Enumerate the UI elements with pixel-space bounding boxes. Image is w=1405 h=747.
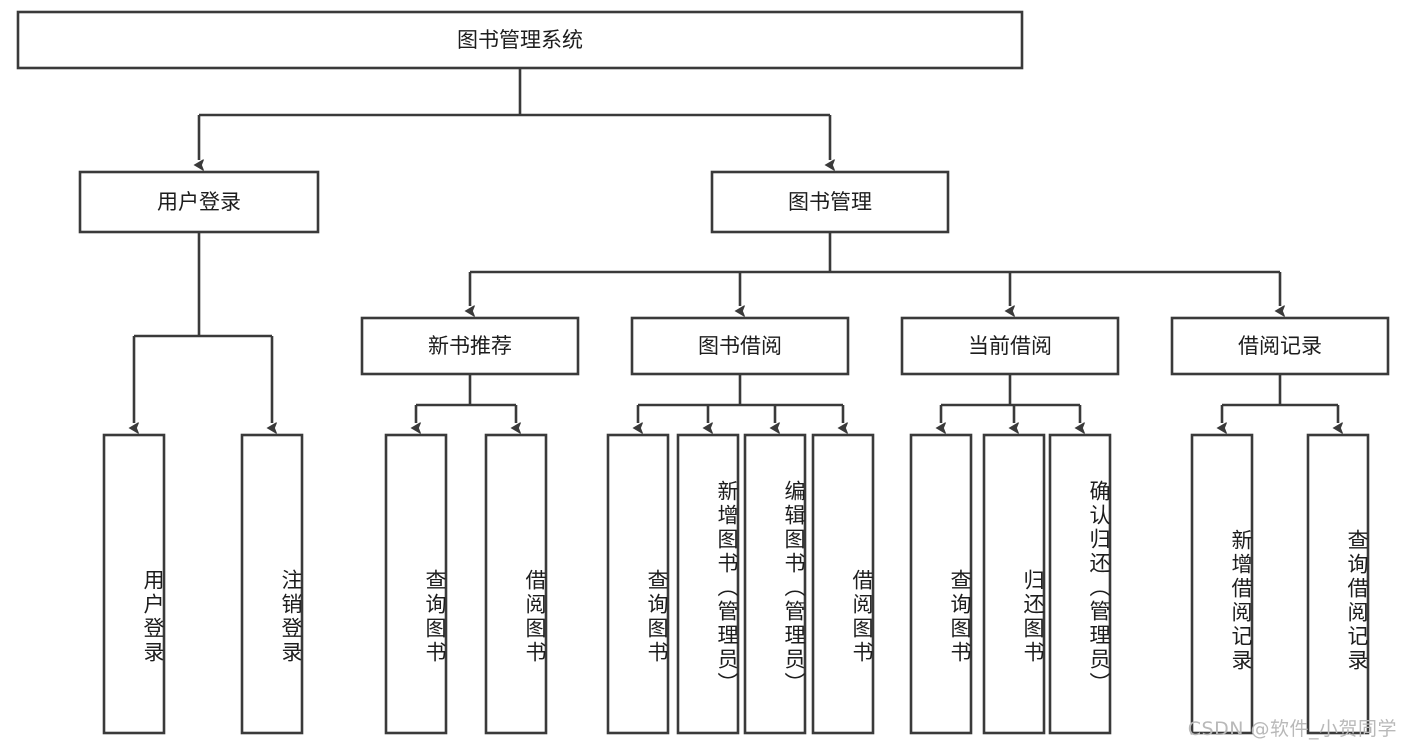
leaf-box-add-record[interactable] — [1190, 433, 1254, 735]
connector-book-borrow-to-leaves — [638, 374, 843, 423]
label-root: 图书管理系统 — [457, 28, 583, 52]
leaf-box-edit-book-admin[interactable] — [743, 433, 807, 735]
label-borrow-record: 借阅记录 — [1238, 334, 1322, 358]
label-user-login: 用户登录 — [157, 190, 241, 214]
leaf-box-query-record[interactable] — [1306, 433, 1370, 735]
leaf-box-query-book-cb[interactable] — [909, 433, 973, 735]
leaf-box-borrow-book-rec[interactable] — [484, 433, 548, 735]
label-current-borrow: 当前借阅 — [968, 334, 1052, 358]
node-labels: 图书管理系统 用户登录 图书管理 新书推荐 图书借阅 当前借阅 借阅记录 — [157, 28, 1322, 358]
leaf-box-user-login[interactable] — [102, 433, 166, 735]
csdn-watermark: CSDN @软件_小贺同学 — [1187, 718, 1397, 740]
leaf-box-logout[interactable] — [240, 433, 304, 735]
node-box-current-borrow[interactable] — [900, 316, 1120, 376]
connector-book-manage-to-level3 — [470, 232, 1280, 306]
leaf-box-confirm-return[interactable] — [1048, 433, 1112, 735]
leaf-box-add-book-admin[interactable] — [676, 433, 740, 735]
leaf-box-borrow-book-br[interactable] — [811, 433, 875, 735]
leaf-box-query-book-br[interactable] — [606, 433, 670, 735]
node-box-user-login[interactable] — [78, 170, 320, 234]
leaf-box-query-book-rec[interactable] — [384, 433, 448, 735]
connector-current-borrow-to-leaves — [941, 374, 1080, 423]
connector-user-login-to-leaves — [134, 232, 272, 423]
connector-new-book-rec-to-leaves — [416, 374, 516, 423]
node-box-new-book-rec[interactable] — [360, 316, 580, 376]
label-book-manage: 图书管理 — [788, 190, 872, 214]
connector-borrow-record-to-leaves — [1222, 374, 1338, 423]
label-new-book-rec: 新书推荐 — [428, 334, 512, 358]
leaf-box-return-book[interactable] — [982, 433, 1046, 735]
label-book-borrow: 图书借阅 — [698, 334, 782, 358]
node-box-root[interactable] — [16, 10, 1024, 70]
node-boxes — [16, 10, 1390, 735]
connector-root-to-level2 — [199, 68, 830, 160]
